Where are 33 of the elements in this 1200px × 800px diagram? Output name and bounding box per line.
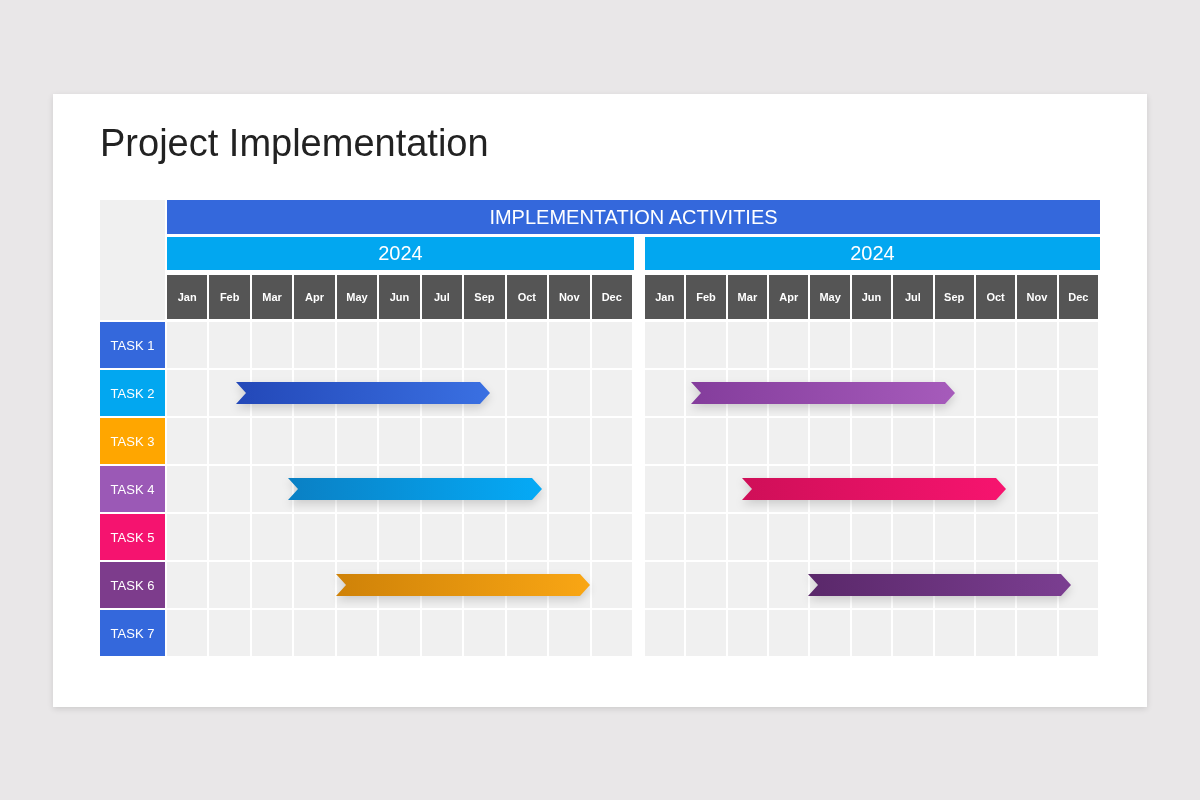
activities-header: IMPLEMENTATION ACTIVITIES	[167, 200, 1100, 234]
task-label: TASK 5	[100, 514, 165, 560]
task-label: TASK 4	[100, 466, 165, 512]
month-header: Jun	[379, 275, 420, 319]
month-header: Apr	[769, 275, 809, 319]
month-header: Mar	[727, 275, 768, 319]
month-header: May	[336, 275, 378, 319]
month-header: Jun	[851, 275, 892, 319]
month-header: Feb	[209, 275, 250, 319]
task-label: TASK 7	[100, 610, 165, 656]
month-header: Jan	[645, 275, 685, 319]
month-header: Oct	[506, 275, 548, 319]
month-header: Sep	[934, 275, 974, 319]
year-header: 2024	[167, 237, 634, 270]
year-header: 2024	[645, 237, 1100, 270]
month-header: Jul	[893, 275, 933, 319]
task-label: TASK 1	[100, 322, 165, 368]
month-header: Jan	[167, 275, 208, 319]
month-header: May	[810, 275, 850, 319]
task-label: TASK 3	[100, 418, 165, 464]
task-label: TASK 2	[100, 370, 165, 416]
month-header: Nov	[549, 275, 590, 319]
month-header: Apr	[294, 275, 335, 319]
month-header: Dec	[1058, 275, 1098, 319]
month-header: Sep	[464, 275, 505, 319]
slide-title: Project Implementation	[100, 120, 489, 166]
task-label: TASK 6	[100, 562, 165, 608]
month-header: Mar	[251, 275, 293, 319]
month-header: Jul	[421, 275, 463, 319]
month-header: Dec	[591, 275, 632, 319]
month-header: Oct	[975, 275, 1016, 319]
month-header: Feb	[686, 275, 726, 319]
month-header: Nov	[1017, 275, 1057, 319]
